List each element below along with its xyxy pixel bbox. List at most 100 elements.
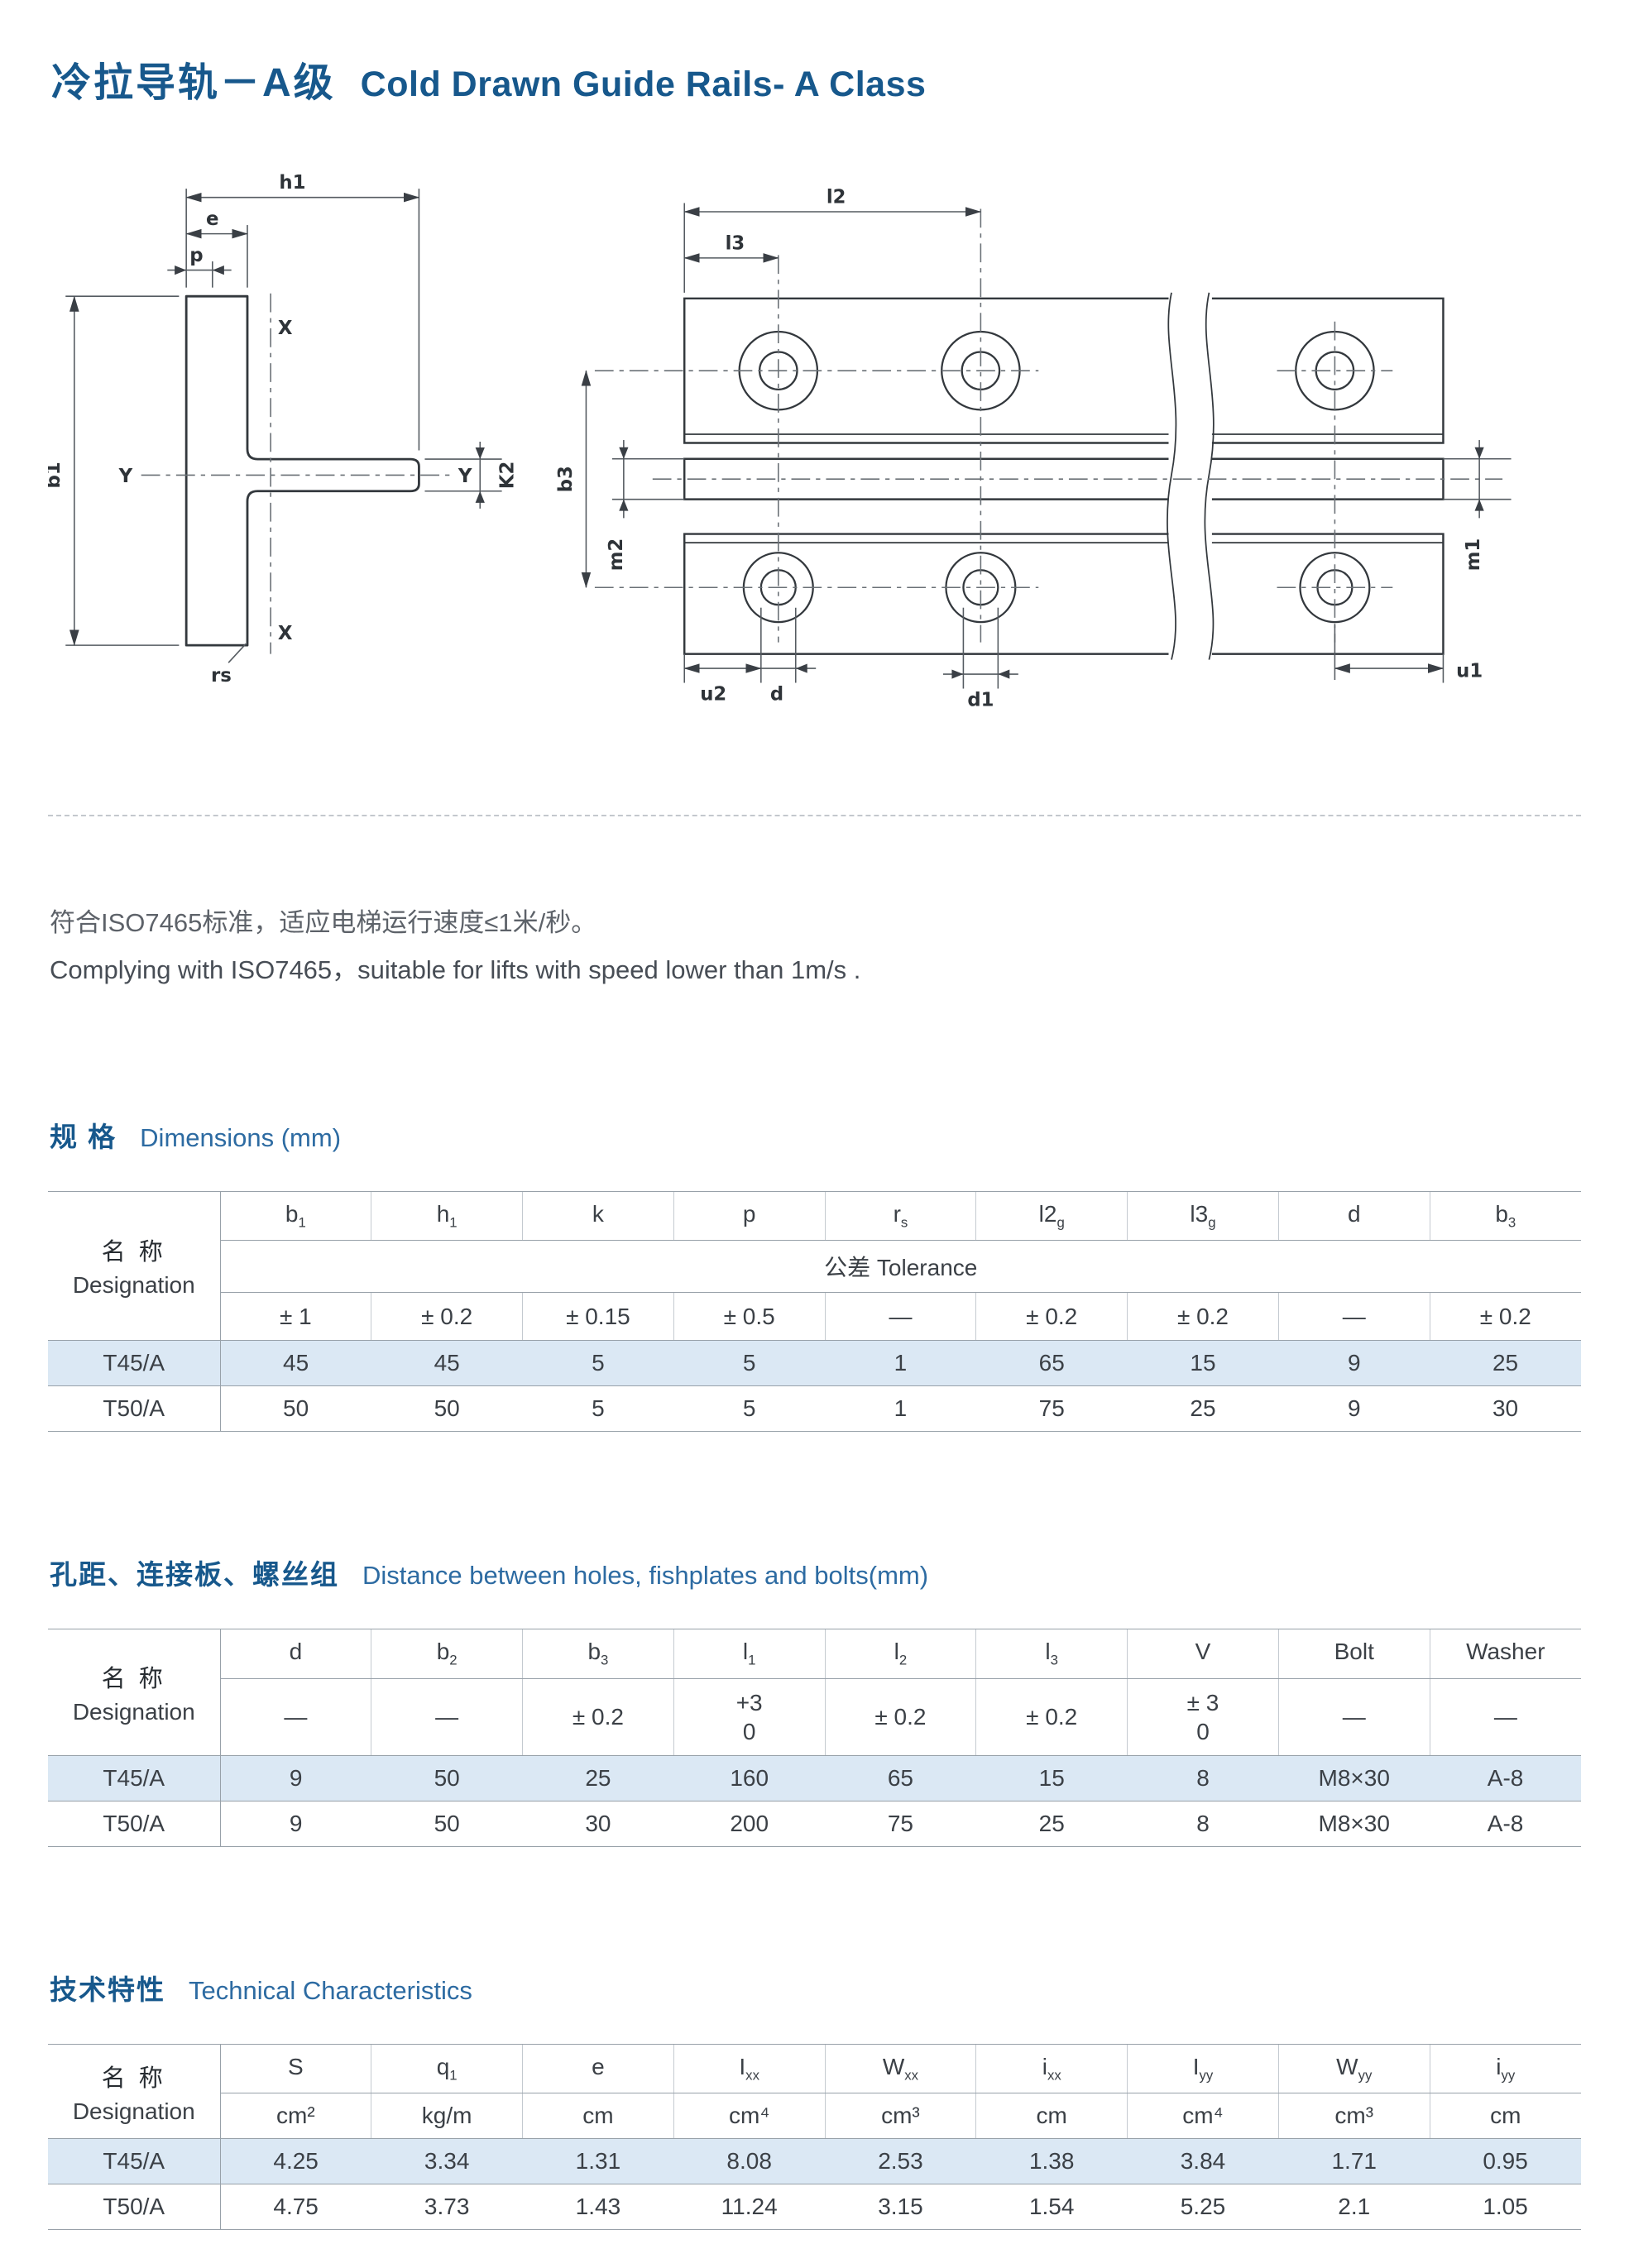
tolerance-row: — — ± 0.2 +3 0 ± 0.2 ± 0.2 ± 3 0 — — [48,1677,1581,1756]
centerlines [594,208,1503,643]
rail-drilling-drawing: l2 l3 b3 m2 u2 d d1 m1 u1 [555,187,1512,711]
col-header: Iyy [1127,2043,1279,2094]
value-cell: 5 [522,1385,674,1433]
tolerance-cell: ± 3 0 [1127,1677,1279,1756]
value-cell: 5 [673,1385,826,1433]
value-cell: 160 [673,1754,826,1801]
unit-cell: cm⁴ [673,2093,826,2140]
break-lines [1167,292,1215,660]
value-cell: 5.25 [1127,2184,1279,2231]
page-title-zh: 冷拉导轨－A级 [51,61,336,105]
column-header-row: 名 称 Designation S q1 e Ixx Wxx ixx Iyy W… [48,2043,1581,2140]
value-cell: 1 [825,1385,976,1433]
designation-en: Designation [72,2098,195,2124]
rail-cross-section-drawing: h1 e p X X Y Y b1 K2 rs [48,172,519,687]
col-header: Wyy [1277,2043,1430,2094]
row-label: T45/A [48,2138,221,2185]
section-heading-technical-en: Technical Characteristics [189,1975,472,2005]
value-cell: 75 [825,1800,976,1847]
dim-label-u1: u1 [1456,661,1483,682]
tolerance-label-row: 公差 Tolerance [48,1240,1581,1294]
dim-label-h1: h1 [279,172,305,194]
bolt-holes [738,330,1375,624]
col-header: V [1127,1629,1279,1679]
section-heading-holes: 孔距、连接板、螺丝组 Distance between holes, fishp… [50,1553,1581,1592]
tolerance-cell: ± 0.15 [522,1292,674,1342]
value-cell: 45 [371,1340,523,1387]
dim-label-l2: l2 [826,187,846,208]
units-row: cm² kg/m cm cm⁴ cm³ cm cm⁴ cm³ cm [48,2093,1581,2140]
section-heading-holes-en: Distance between holes, fishplates and b… [362,1561,929,1591]
tolerance-cell: — [1429,1677,1581,1756]
value-cell: 3.84 [1127,2138,1279,2185]
value-cell: 8.08 [673,2138,826,2185]
dim-label-l3: l3 [726,232,745,254]
tolerance-cell: ± 0.2 [522,1677,674,1756]
section-heading-dimensions-en: Dimensions (mm) [140,1122,342,1152]
value-cell: 65 [825,1754,976,1801]
tolerance-cell: — [824,1292,976,1342]
col-header: b3 [522,1629,674,1679]
value-cell: M8×30 [1278,1800,1430,1847]
dim-label-k2: K2 [497,462,519,490]
tolerance-cell: +3 0 [673,1677,826,1756]
designation-zh: 名 称 [101,2065,166,2092]
section-heading-holes-zh: 孔距、连接板、螺丝组 [50,1559,339,1591]
dimensions-table: 名 称 Designation b1 h1 k p rs l2g l3g d b… [48,1190,1581,1433]
col-header: Ixx [673,2043,826,2094]
dim-label-b3: b3 [555,466,577,492]
technical-table: 名 称 Designation S q1 e Ixx Wxx ixx Iyy W… [48,2043,1581,2231]
dimension-lines [581,203,1512,689]
dim-label-d: d [770,684,783,706]
section-heading-dimensions-zh: 规 格 [50,1121,117,1152]
value-cell: 0.95 [1430,2138,1581,2185]
table-row: T50/A 50 50 5 5 1 75 25 9 30 [48,1385,1581,1433]
value-cell: 1.54 [975,2184,1128,2231]
designation-header: 名 称 Designation [48,2043,221,2140]
dimension-labels: l2 l3 b3 m2 u2 d d1 m1 u1 [555,187,1484,711]
col-header: l2g [975,1190,1128,1242]
technical-drawings: h1 e p X X Y Y b1 K2 rs [48,165,1581,744]
tolerance-cell: ± 0.2 [1429,1292,1581,1342]
value-cell: 15 [1127,1340,1279,1387]
col-header: b1 [219,1190,371,1242]
value-cell: 4.25 [220,2138,371,2185]
dim-label-rs: rs [211,665,232,687]
value-cell: 5 [673,1340,826,1387]
col-header: Wxx [824,2043,976,2094]
tolerance-cell: ± 0.2 [1127,1292,1279,1342]
value-cell: 45 [220,1340,371,1387]
value-cell: 3.15 [825,2184,976,2231]
value-cell: M8×30 [1278,1754,1430,1801]
outside-arrowheads [175,265,485,503]
value-cell: 2.53 [825,2138,976,2185]
dashed-separator [48,815,1581,816]
value-cell: 3.34 [371,2138,523,2185]
column-header-row: 名 称 Designation b1 h1 k p rs l2g l3g d b… [48,1190,1581,1342]
page-title-en: Cold Drawn Guide Rails- A Class [360,65,927,104]
value-cell: 9 [1278,1385,1430,1433]
tolerance-cell: ± 1 [219,1292,371,1342]
unit-cell: cm [1429,2093,1581,2140]
value-cell: 75 [975,1385,1128,1433]
value-cell: 30 [1430,1385,1581,1433]
value-cell: 50 [371,1754,523,1801]
dim-label-p: p [189,245,203,266]
tolerance-label: 公差 Tolerance [219,1240,1581,1294]
tolerance-cell: ± 0.2 [824,1677,976,1756]
value-cell: 1.38 [975,2138,1128,2185]
value-cell: 3.73 [371,2184,523,2231]
value-cell: 8 [1127,1754,1279,1801]
value-cell: 25 [975,1800,1128,1847]
col-header: l3 [975,1629,1128,1679]
tolerance-row: ± 1 ± 0.2 ± 0.15 ± 0.5 — ± 0.2 ± 0.2 — ±… [48,1292,1581,1342]
value-cell: 50 [371,1800,523,1847]
unit-cell: cm⁴ [1127,2093,1279,2140]
value-cell: 50 [220,1385,371,1433]
value-cell: 1 [825,1340,976,1387]
value-cell: 1.71 [1278,2138,1430,2185]
tolerance-cell: — [1277,1677,1430,1756]
col-header: b3 [1429,1190,1581,1242]
page-title: 冷拉导轨－A级 Cold Drawn Guide Rails- A Class [51,50,1581,108]
